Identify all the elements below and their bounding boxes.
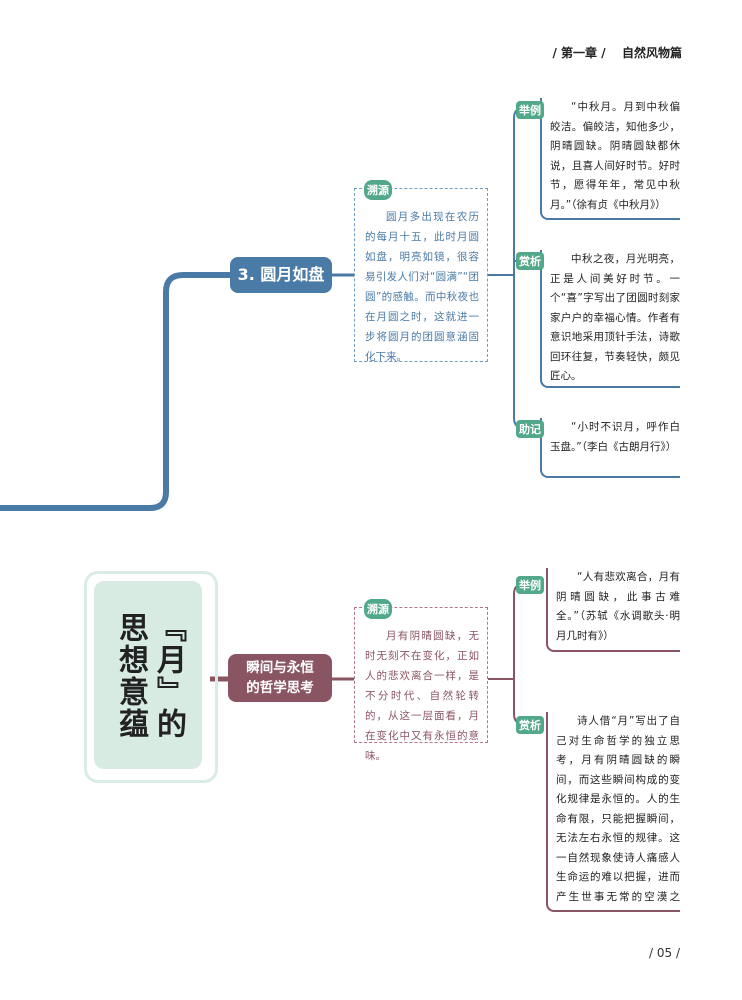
analysis-tag: 赏析 — [516, 716, 544, 734]
example-card-instant-eternity: “人有悲欢离合，月有阴晴圆缺，此事古难全。”（苏轼《水调歌头·明月几时有》） — [546, 568, 680, 652]
analysis-tag: 赏析 — [516, 252, 544, 270]
source-text: 月有阴晴圆缺，无时无刻不在变化，正如人的悲欢离合一样，是不分时代、自然轮转的，从… — [365, 630, 479, 762]
memory-text: “小时不识月，呼作白玉盘。”（李白《古朗月行》） — [550, 421, 680, 453]
analysis-card-instant-eternity: 诗人借“月”写出了自己对生命哲学的独立思考，月有阴晴圆缺的瞬间，而这些瞬间构成的… — [546, 712, 680, 912]
chapter-header: / 第一章 / 自然风物篇 — [552, 44, 682, 61]
analysis-text: 中秋之夜，月光明亮，正是人间美好时节。一个“喜”字写出了团圆时刻家家户户的幸福心… — [550, 253, 680, 382]
chapter-label: / 第一章 / — [552, 46, 606, 60]
main-title-line2: 思想意蕴 — [113, 612, 148, 740]
memory-card-full-moon: “小时不识月，呼作白玉盘。”（李白《古朗月行》） — [540, 418, 680, 478]
topic-node-instant-eternity: 瞬间与永恒 的哲学思考 — [228, 654, 332, 702]
example-text: “人有悲欢离合，月有阴晴圆缺，此事古难全。”（苏轼《水调歌头·明月几时有》） — [556, 571, 680, 642]
source-text: 圆月多出现在农历的每月十五，此时月圆如盘，明亮如镜，很容易引发人们对“圆满”“团… — [365, 211, 479, 363]
analysis-text: 诗人借“月”写出了自己对生命哲学的独立思考，月有阴晴圆缺的瞬间，而这些瞬间构成的… — [556, 715, 680, 903]
example-text: “中秋月。月到中秋偏皎洁。偏皎洁，知他多少，阴晴圆缺。阴晴圆缺都休说，且喜人间好… — [550, 101, 680, 211]
topic-node-line2: 的哲学思考 — [246, 680, 314, 696]
memory-tag: 助记 — [516, 420, 544, 438]
topic-node-full-moon: 3. 圆月如盘 — [230, 257, 332, 293]
source-box-full-moon: 圆月多出现在农历的每月十五，此时月圆如盘，明亮如镜，很容易引发人们对“圆满”“团… — [354, 188, 488, 363]
main-title-frame — [84, 571, 218, 783]
page-number: / 05 / — [649, 946, 680, 960]
section-label: 自然风物篇 — [621, 46, 682, 60]
source-tag: 溯源 — [364, 599, 392, 619]
main-title-line1: 『月』的 — [151, 612, 186, 740]
example-tag: 举例 — [516, 576, 544, 594]
source-box-instant-eternity: 月有阴晴圆缺，无时无刻不在变化，正如人的悲欢离合一样，是不分时代、自然轮转的，从… — [354, 607, 488, 762]
source-tag: 溯源 — [364, 180, 392, 200]
main-title-panel — [94, 581, 202, 769]
topic-node-line1: 瞬间与永恒 — [246, 660, 314, 676]
example-tag: 举例 — [516, 101, 544, 119]
analysis-card-full-moon: 中秋之夜，月光明亮，正是人间美好时节。一个“喜”字写出了团圆时刻家家户户的幸福心… — [540, 250, 680, 388]
example-card-full-moon: “中秋月。月到中秋偏皎洁。偏皎洁，知他多少，阴晴圆缺。阴晴圆缺都休说，且喜人间好… — [540, 98, 680, 220]
